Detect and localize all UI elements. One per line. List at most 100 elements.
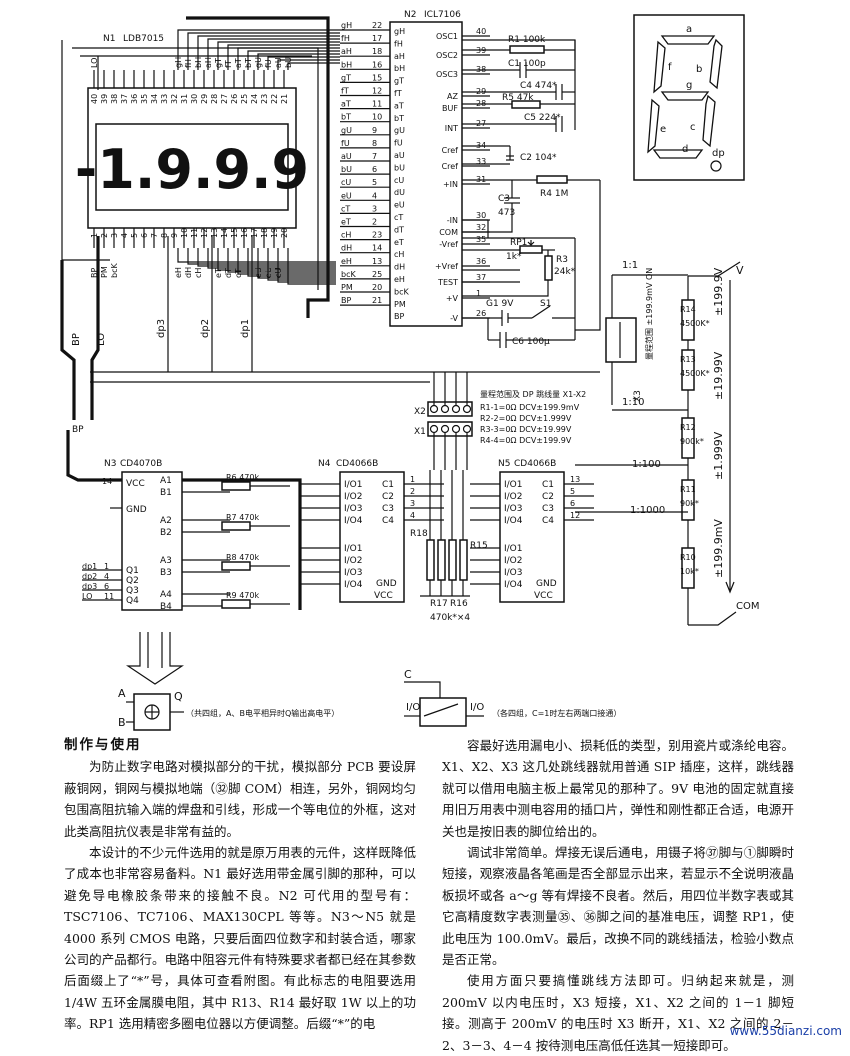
segment-shape (652, 149, 704, 159)
n5-control-label: C4 (542, 516, 554, 526)
n4-io-label: I/O1 (344, 544, 363, 554)
n5-control-pin: 5 (570, 487, 575, 496)
n2-left-pin-number: 16 (372, 60, 382, 69)
wire (287, 248, 336, 285)
n1-top-pin-number: 28 (210, 94, 219, 104)
n1-bottom-pin-number: 2 (100, 233, 109, 238)
n5-control-pin: 6 (570, 499, 575, 508)
n2-left-pin-label: cU (341, 178, 351, 187)
segment-label: e (660, 124, 666, 135)
n2-left-pin-number: 5 (372, 178, 377, 187)
n1-top-pin-number: 34 (150, 94, 159, 104)
n2-left-pin-number: 9 (372, 126, 377, 135)
wire (227, 248, 336, 273)
jumper-pin (429, 404, 439, 414)
range-label: ±199.9mV (712, 519, 725, 578)
n2-right-pin-label: OSC1 (436, 32, 458, 41)
n1-bottom-pin-number: 13 (210, 228, 219, 238)
n2-inner-label: gT (394, 77, 404, 86)
wire (277, 59, 340, 70)
n2-left-pin-label: aT (341, 100, 351, 109)
n2-left-pin-label: fT (341, 87, 349, 96)
n4-control-pin: 3 (410, 499, 415, 508)
ratio-1-10: 1:10 (622, 397, 644, 408)
n2-right-pin-number: 35 (476, 235, 486, 244)
n2-inner-label: fT (394, 89, 402, 98)
n2-left-pin-number: 18 (372, 47, 382, 56)
n2-left-pin-label: eH (341, 257, 352, 266)
article-right-column: 容最好选用漏电小、损耗低的类型，别用瓷片或涤纶电容。X1、X2、X3 这几处跳线… (442, 735, 794, 1056)
svg-text:14: 14 (102, 477, 112, 486)
range-label: ±199.9V (712, 267, 725, 316)
n2-body (389, 21, 463, 327)
series-resistor-label: R6 470k (226, 473, 259, 482)
n1-top-pin-number: 39 (100, 94, 109, 104)
n2-right-pin-label: INT (445, 124, 458, 133)
n1-bottom-segment-label: PM (100, 266, 109, 278)
r3-label: R3 (556, 255, 568, 265)
n1-bottom-segment-label: eT (214, 268, 223, 278)
n2-part: ICL7106 (424, 10, 461, 20)
n4-vcc: VCC (374, 591, 393, 601)
g1-label: G1 9V (486, 299, 514, 309)
jumper-pin (451, 404, 461, 414)
n5-control-pin: 13 (570, 475, 580, 484)
n2-inner-label: aU (394, 151, 405, 160)
n2-inner-label: bcK (394, 287, 409, 296)
dp-dot (710, 160, 722, 172)
wire (217, 248, 336, 271)
n1-bottom-pin-number: 16 (240, 228, 249, 238)
divider-resistor-value: 4500K* (680, 369, 710, 378)
n1-bottom-pin-number: 11 (190, 228, 199, 238)
segment-label: d (682, 144, 688, 155)
n2-inner-label: bT (394, 114, 404, 123)
bp-bus-2: BP (72, 425, 84, 435)
n1-bottom-pin-number: 8 (160, 233, 169, 238)
lcd-display-readout: -1.9.9.9 (75, 138, 309, 201)
segment-label: g (686, 80, 692, 91)
n2-left-pin-number: 3 (372, 204, 377, 213)
c2-label: C2 104* (520, 153, 557, 163)
n2-left-pin-number: 17 (372, 34, 382, 43)
jumper-pin (440, 424, 450, 434)
wire (287, 62, 340, 70)
n4-control-label: C1 (382, 480, 394, 490)
n2-left-pin-number: 8 (372, 139, 377, 148)
n3-input-label: B2 (160, 528, 172, 538)
wire (197, 35, 340, 70)
n2-left-pin-label: eT (341, 218, 351, 227)
jumper-pin (451, 424, 461, 434)
jumper-block: X2 X1 量程范围及 DP 跳线量 X1-X2 R1-1=0Ω DCV±199… (90, 371, 600, 470)
n2-left-pin-label: gH (341, 21, 352, 30)
wire (267, 56, 340, 70)
n4-part: CD4066B (336, 459, 378, 469)
n5-io-label: I/O2 (504, 556, 523, 566)
n2-right-pin-label: +IN (443, 180, 458, 189)
n2-right-pin-label: COM (439, 228, 458, 237)
n4-control-label: C4 (382, 516, 394, 526)
wire (237, 248, 336, 275)
right-para-1: 容最好选用漏电小、损耗低的类型，别用瓷片或涤纶电容。X1、X2、X3 这几处跳线… (442, 738, 794, 839)
n2-passives: R1 100k C1 100p C4 474* R5 47k C5 224* C… (462, 35, 601, 348)
c6-label: C6 100μ (512, 337, 550, 347)
segment-label: dp (712, 148, 725, 159)
n3-dp-pin: 1 (104, 562, 109, 571)
n1-bottom-pin-number: 18 (260, 228, 269, 238)
sw-io-left: I/O (406, 702, 420, 713)
segment-shape (647, 98, 660, 154)
n2-inner-label: bU (394, 163, 405, 172)
n1-bottom-pin-number: 15 (230, 228, 239, 238)
n1-top-pin-number: 40 (90, 94, 99, 104)
wire (177, 248, 336, 263)
sw-io-right: I/O (470, 702, 484, 713)
n1-bottom-pin-number: 14 (220, 228, 229, 238)
s1-label: S1 (540, 299, 551, 309)
n4-control-pin: 2 (410, 487, 415, 496)
n2-left-pin-label: dH (341, 244, 352, 253)
dp2-bus: dp2 (200, 319, 211, 338)
n5-io-label: I/O1 (504, 544, 523, 554)
n2-left-pin-number: 14 (372, 244, 382, 253)
n5-io-label: I/O3 (504, 504, 523, 514)
n3-output-label: Q3 (126, 586, 139, 596)
n3-dp-label: dp2 (82, 572, 97, 581)
